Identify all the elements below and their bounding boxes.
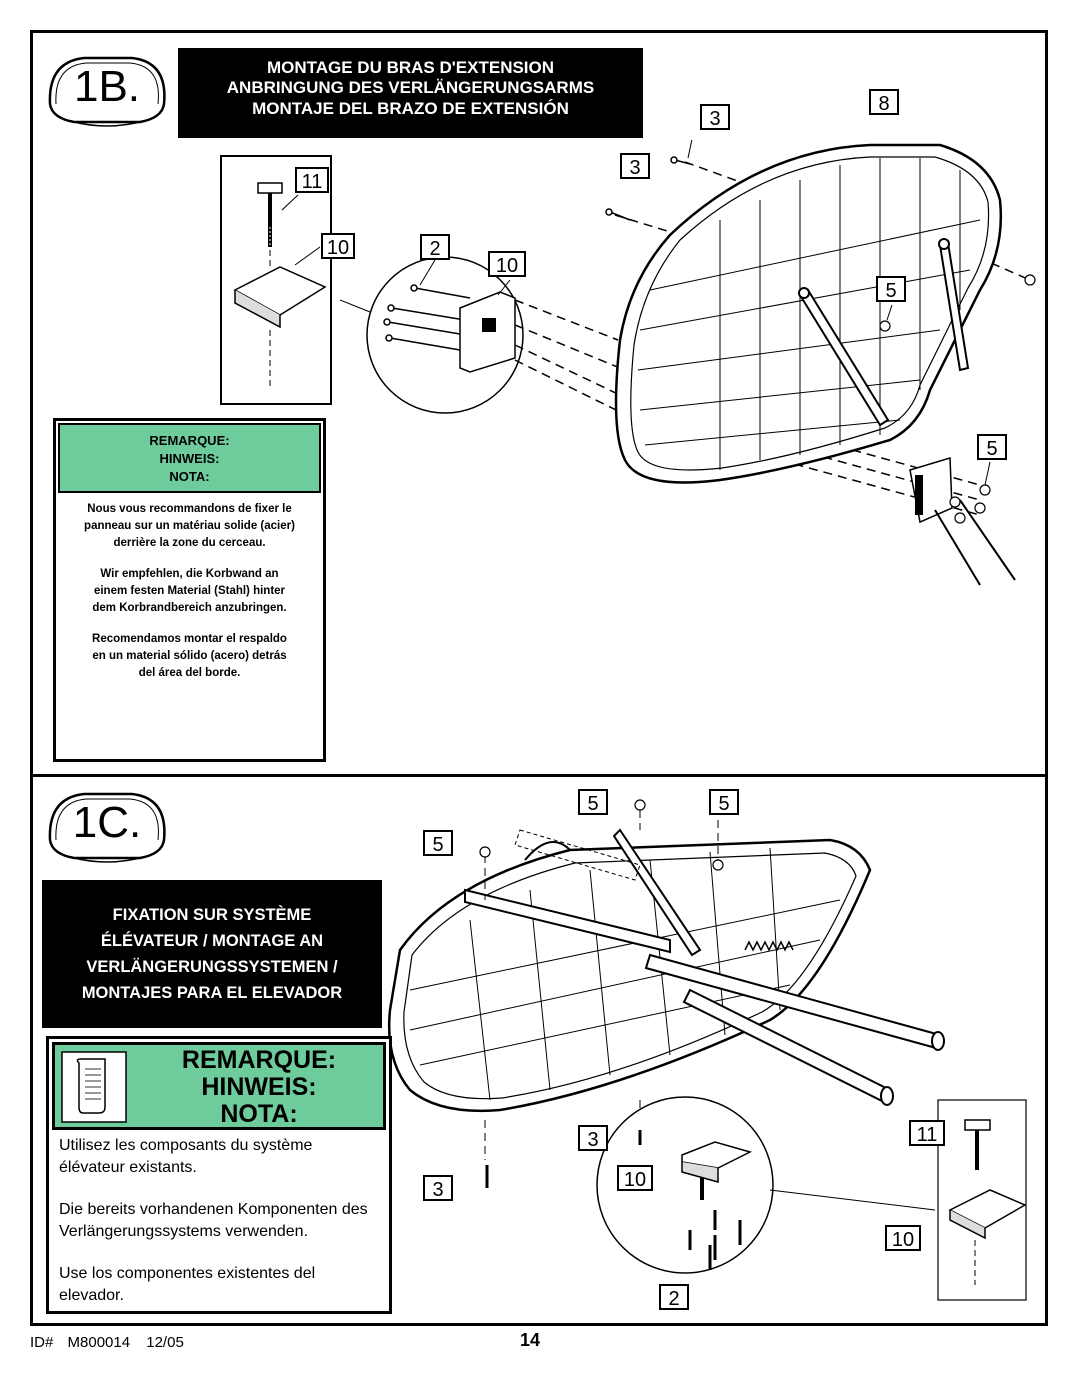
callout-3a: 3 [700,104,730,130]
footer-id-value: M800014 [67,1334,131,1351]
footer-id-label: ID# [30,1334,54,1351]
note-label-es: NOTA: [220,1100,298,1128]
title-de: ANBRINGUNG DES VERLÄNGERUNGSARMS [226,78,595,98]
title-de: VERLÄNGERUNGSSYSTEMEN / [86,958,338,976]
callout-5a: 5 [578,789,608,815]
callout-5b: 5 [977,434,1007,460]
page-frame [30,30,1048,1326]
section-divider [30,774,1048,777]
backboard-diagram-1b [340,140,1036,586]
page-number: 14 [520,1330,541,1350]
note-body-1b: Nous vous recommandons de fixer le panne… [56,495,323,682]
step-badge-1b: 1B. [44,52,170,132]
note-icon [61,1051,127,1123]
note-label-fr: REMARQUE: [149,433,230,448]
note-text-es: Use los componentes existentes del eleva… [59,1265,316,1304]
note-box-1c: REMARQUE: HINWEIS: NOTA: Utilisez les co… [46,1036,392,1314]
callout-2: 2 [420,234,450,260]
note-box-1b: REMARQUE: HINWEIS: NOTA: Nous vous recom… [53,418,326,762]
note-text-fr: Utilisez les composants du système éléva… [59,1137,313,1176]
note-label-es: NOTA: [169,469,210,484]
note-label-fr: REMARQUE: [181,1046,337,1074]
step-b-title-box: MONTAGE DU BRAS D'EXTENSION ANBRINGUNG D… [178,48,643,138]
callout-3a: 3 [578,1125,608,1151]
callout-2: 2 [659,1284,689,1310]
step-number: 1B. [73,62,141,111]
callout-10: 10 [321,233,355,259]
footer-date: 12/05 [146,1334,184,1351]
note-header-1c: REMARQUE: HINWEIS: NOTA: [52,1042,386,1130]
step-badge-1c: 1C. [44,788,170,868]
callout-10b: 10 [488,251,526,277]
callout-3b: 3 [423,1175,453,1201]
note-text-de: Wir empfehlen, die Korbwand an einem fes… [92,568,287,614]
title-fr: FIXATION SUR SYSTÈME [112,906,312,924]
callout-3b: 3 [620,153,650,179]
title-fr-2: ÉLÉVATEUR / MONTAGE AN [100,932,324,950]
title-es: MONTAJE DEL BRAZO DE EXTENSIÓN [252,98,569,118]
t-bolt-icon [257,182,283,194]
callout-11: 11 [295,167,329,193]
note-header-1b: REMARQUE: HINWEIS: NOTA: [58,423,321,493]
note-text-de: Die bereits vorhandenen Komponenten des … [59,1201,368,1240]
note-label-de: HINWEIS: [201,1073,317,1101]
footer-id: ID# M800014 12/05 [30,1334,184,1351]
step-number: 1C. [72,798,142,847]
hardware-detail-1b [220,155,332,405]
bracket-icon [233,266,327,316]
note-text-es: Recomendamos montar el respaldo en un ma… [92,633,287,679]
backboard-badge-icon [48,792,166,863]
note-label-de: HINWEIS: [159,451,220,466]
title-fr: MONTAGE DU BRAS D'EXTENSION [266,58,555,77]
callout-10b: 10 [885,1225,921,1251]
callout-11: 11 [909,1120,945,1146]
callout-10a: 10 [617,1165,653,1191]
elevator-diagram-1c [370,799,1027,1301]
title-es: MONTAJES PARA EL ELEVADOR [81,984,343,1002]
callout-5b: 5 [709,789,739,815]
note-body-1c: Utilisez les composants du système éléva… [49,1133,389,1307]
backboard-badge-icon [48,56,166,127]
callout-5a: 5 [876,276,906,302]
note-text-fr: Nous vous recommandons de fixer le panne… [84,503,295,549]
callout-8: 8 [869,89,899,115]
callout-5c: 5 [423,830,453,856]
step-c-title-box: FIXATION SUR SYSTÈME ÉLÉVATEUR / MONTAGE… [42,880,382,1028]
